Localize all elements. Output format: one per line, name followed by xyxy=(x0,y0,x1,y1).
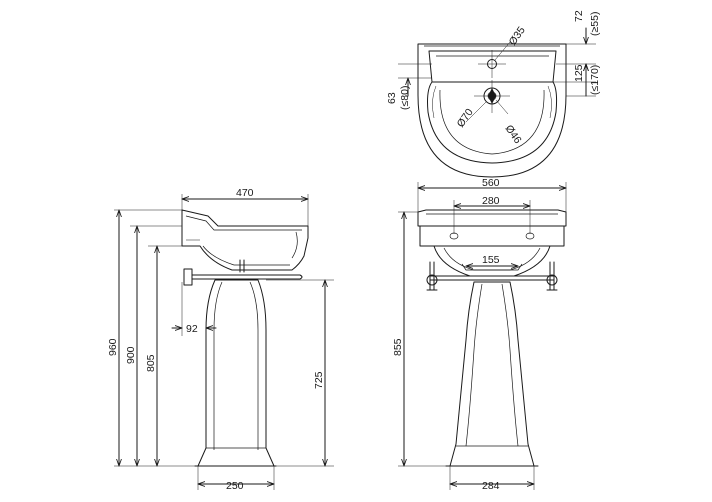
side-wall-offset: 92 xyxy=(186,323,198,335)
front-basin xyxy=(417,209,567,227)
side-base-depth: 250 xyxy=(226,480,244,492)
front-rail-end-left xyxy=(426,274,438,286)
front-outlet-width: 155 xyxy=(482,254,500,266)
plan-view xyxy=(398,27,596,178)
front-pedestal xyxy=(449,281,535,467)
front-basin-width: 560 xyxy=(482,177,500,189)
side-pedestal xyxy=(197,279,275,467)
plan-depth-left: 63 xyxy=(386,92,398,104)
plan-bowl xyxy=(427,81,558,164)
plan-back-edge-limit: (≥55) xyxy=(589,12,601,36)
front-view xyxy=(398,182,567,490)
plan-basin-outline xyxy=(417,43,567,178)
plan-depth-left-limit: (≤80) xyxy=(399,86,411,110)
front-rail-end-right xyxy=(546,274,558,286)
plan-waste-dia-outer: Ø70 xyxy=(455,106,476,129)
side-height-rim: 900 xyxy=(125,346,137,364)
side-height-waste: 805 xyxy=(145,354,157,372)
front-pedestal-height: 855 xyxy=(392,338,404,356)
plan-front-depth-limit: (≤170) xyxy=(589,65,601,95)
plan-front-depth: 125 xyxy=(573,64,585,82)
side-view xyxy=(114,194,334,490)
side-basin xyxy=(181,209,309,271)
side-pedestal-height: 725 xyxy=(313,371,325,389)
side-bracket xyxy=(183,268,193,286)
plan-waste-dia-inner: Ø46 xyxy=(503,123,524,146)
front-tap-centres: 280 xyxy=(482,195,500,207)
side-basin-depth: 470 xyxy=(236,187,254,199)
front-base-width: 284 xyxy=(482,480,500,492)
plan-back-edge: 72 xyxy=(573,10,585,22)
side-height-overall: 960 xyxy=(107,338,119,356)
